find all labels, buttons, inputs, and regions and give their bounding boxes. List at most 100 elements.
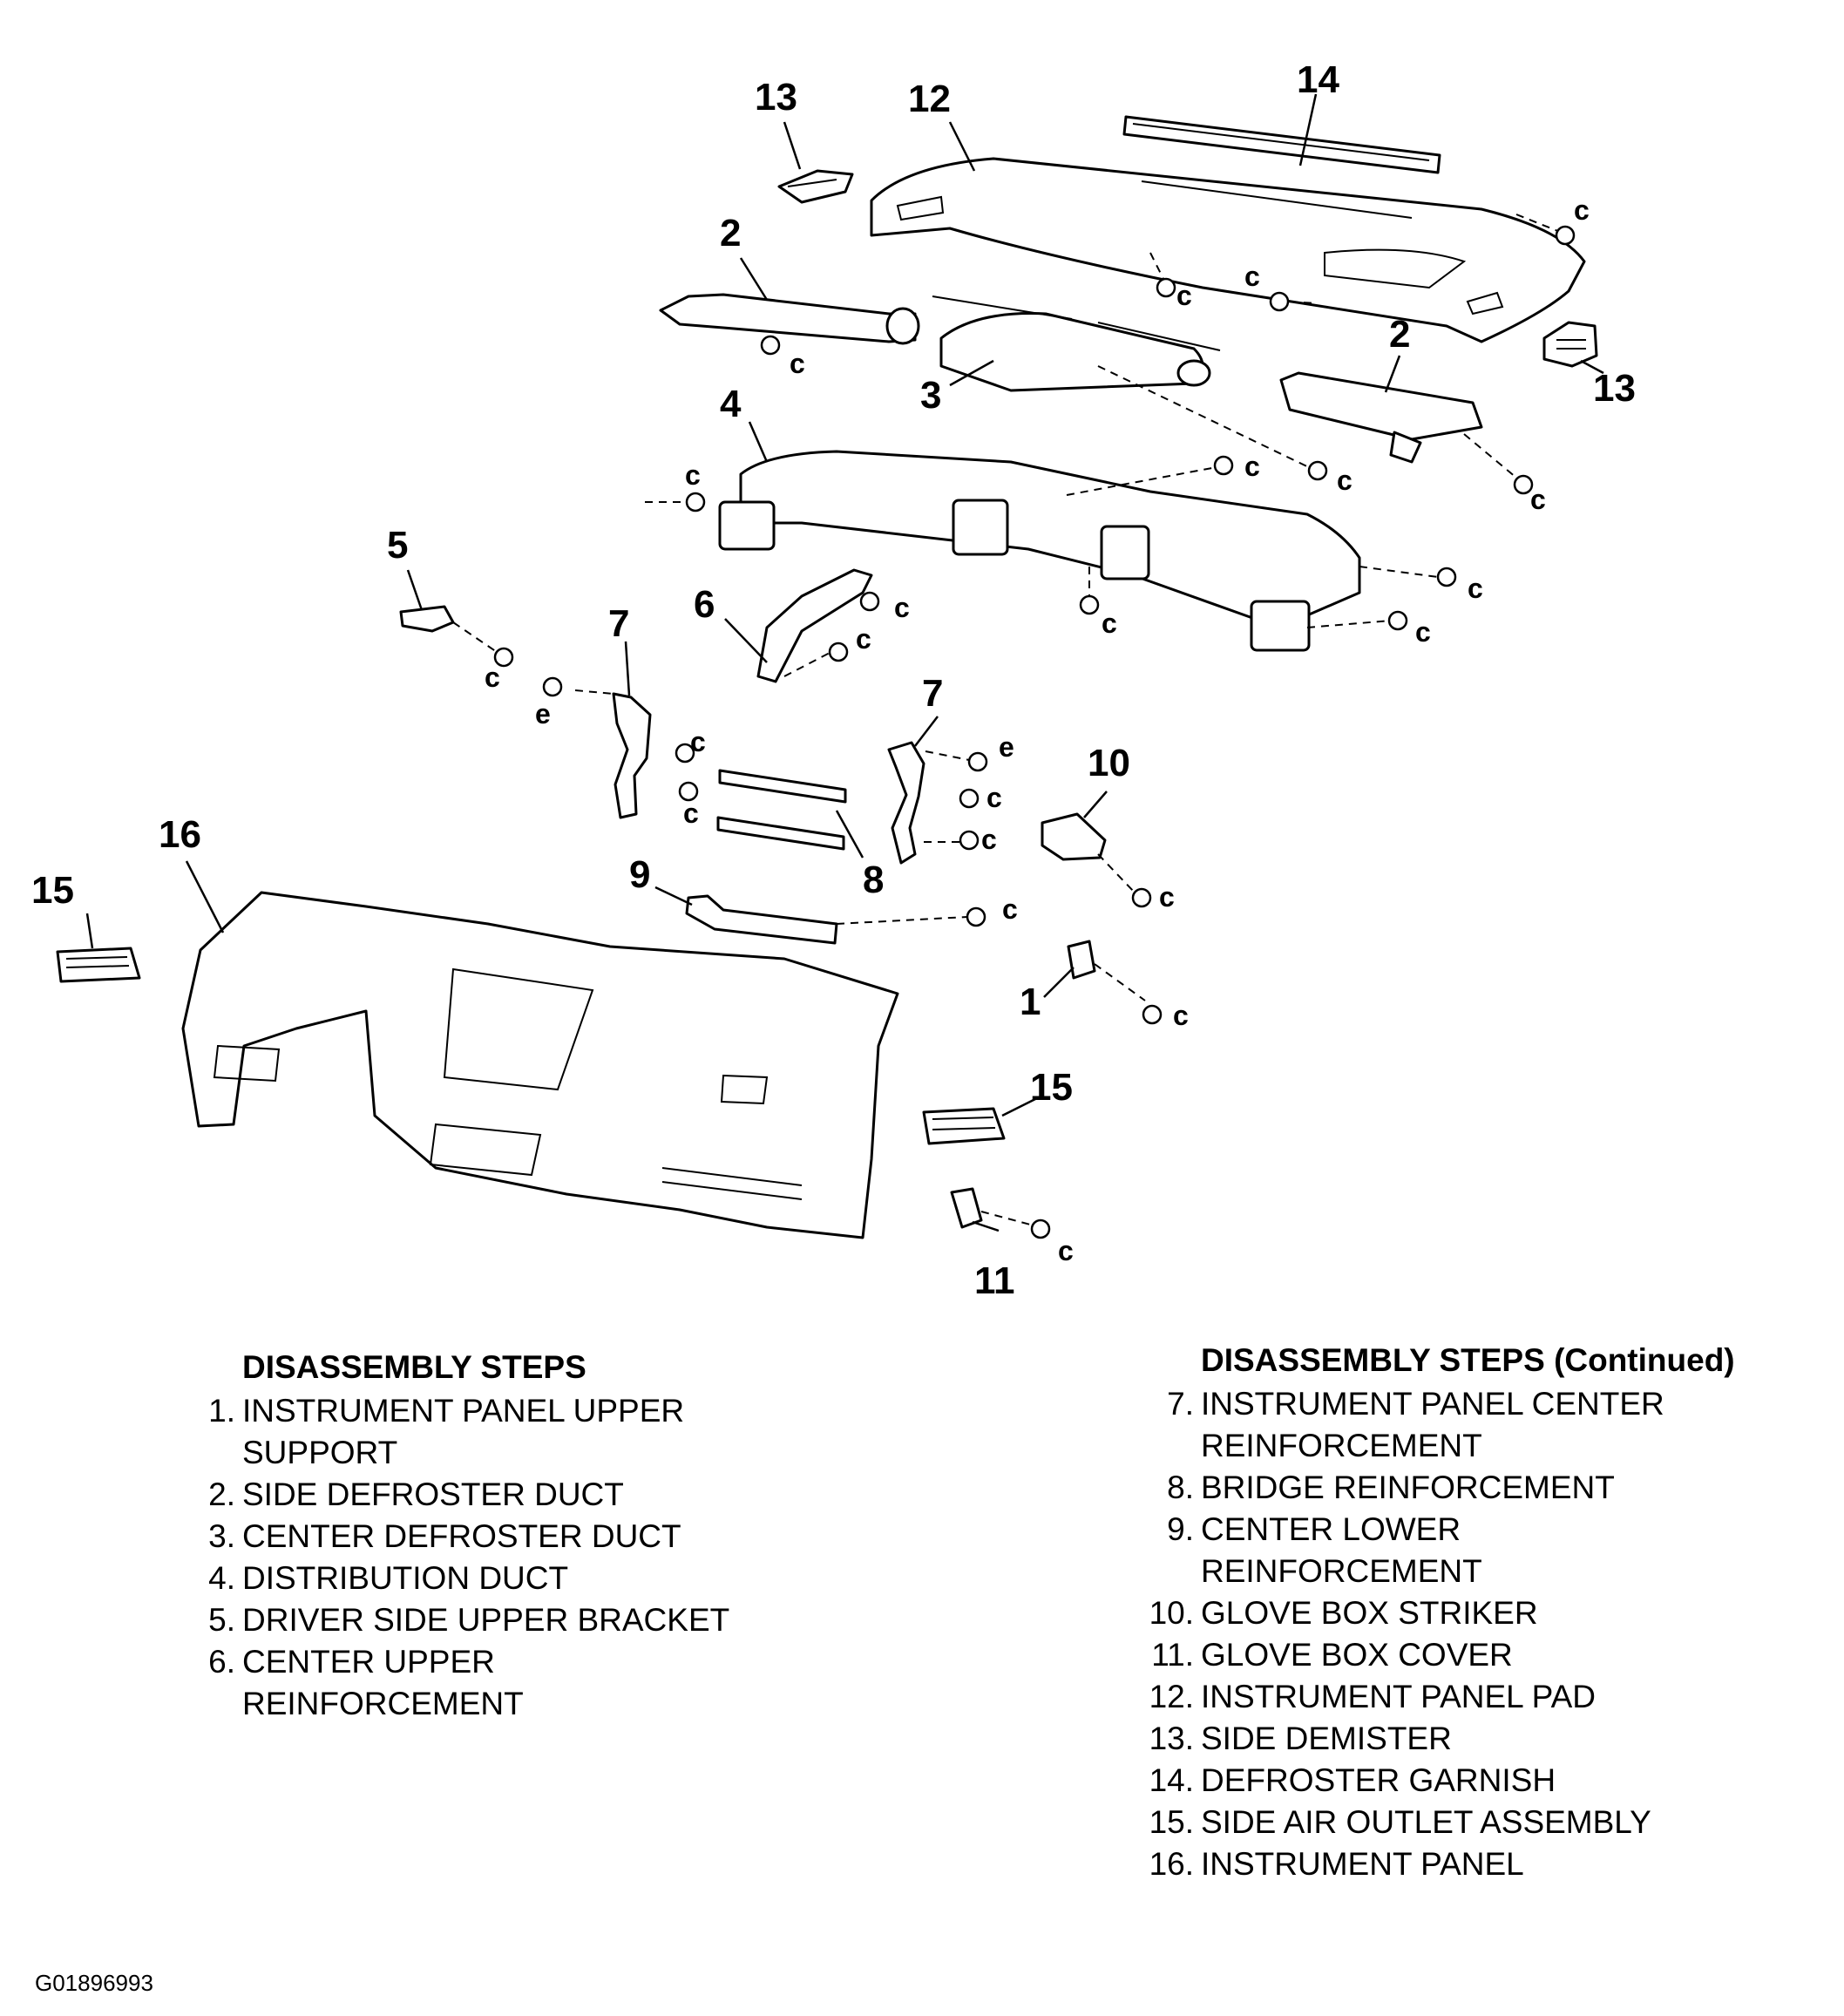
- fastener-code-c: c: [986, 782, 1002, 813]
- step-number: 2.: [208, 1476, 235, 1512]
- callout-2: 2: [1389, 313, 1410, 356]
- callout-11: 11: [974, 1259, 1015, 1302]
- part-center-upper-reinforcement: [756, 568, 873, 683]
- part-side-defroster-duct-right: [1279, 371, 1483, 464]
- callout-7: 7: [608, 602, 629, 645]
- fastener-code-c: c: [685, 459, 701, 491]
- step-item: 14. DEFROSTER GARNISH: [1140, 1760, 1735, 1802]
- callout-16: 16: [159, 813, 201, 856]
- part-instrument-panel-upper-support: [1067, 940, 1096, 980]
- step-item: 7. INSTRUMENT PANEL CENTER REINFORCEMENT: [1140, 1383, 1735, 1467]
- callout-15: 15: [31, 869, 74, 912]
- callout-8: 8: [863, 859, 884, 901]
- fastener-code-c: c: [1415, 616, 1431, 648]
- step-text-line: SIDE DEMISTER: [1201, 1721, 1452, 1756]
- callout-2: 2: [720, 212, 741, 255]
- step-number: 10.: [1149, 1595, 1194, 1631]
- part-glove-box-striker: [1041, 812, 1107, 861]
- step-number: 14.: [1149, 1762, 1194, 1798]
- fastener-code-c: c: [1337, 465, 1352, 496]
- step-text-line: DISTRIBUTION DUCT: [242, 1560, 569, 1596]
- step-number: 1.: [208, 1393, 235, 1429]
- part-side-demister-left: [777, 169, 854, 204]
- step-item: 9. CENTER LOWER REINFORCEMENT: [1140, 1509, 1735, 1592]
- steps-heading: DISASSEMBLY STEPS: [242, 1349, 586, 1385]
- part-center-defroster-duct: [932, 295, 1221, 392]
- step-item: 2. SIDE DEFROSTER DUCT: [181, 1474, 729, 1516]
- fastener-code-c: c: [790, 348, 805, 379]
- step-item: 1. INSTRUMENT PANEL UPPER SUPPORT: [181, 1390, 729, 1474]
- fastener-code-c: c: [894, 592, 910, 623]
- part-instrument-panel: [181, 891, 899, 1239]
- step-item: 3. CENTER DEFROSTER DUCT: [181, 1516, 729, 1558]
- fastener-code-c: c: [1102, 608, 1117, 639]
- exploded-view-diagram: c c c c c c c c c c c c c c e c c e c c …: [31, 58, 1636, 1302]
- step-text-line: GLOVE BOX COVER: [1201, 1637, 1513, 1673]
- step-number: 13.: [1149, 1721, 1194, 1756]
- step-text-line: SIDE DEFROSTER DUCT: [242, 1476, 624, 1512]
- bolts: [493, 225, 1576, 1239]
- part-driver-side-upper-bracket: [399, 605, 455, 633]
- fastener-code-c: c: [1159, 881, 1175, 913]
- step-text-line: CENTER LOWER: [1201, 1511, 1461, 1547]
- callout-7: 7: [922, 672, 943, 715]
- fastener-dash-lines: [452, 214, 1561, 1226]
- step-number: 9.: [1167, 1511, 1194, 1547]
- fastener-code-c: c: [1244, 261, 1260, 292]
- part-side-air-outlet-left: [56, 947, 141, 983]
- step-text-line: CENTER UPPER: [242, 1644, 495, 1680]
- fastener-code-c: c: [1244, 451, 1260, 482]
- callout-13: 13: [755, 76, 797, 119]
- step-number: 7.: [1167, 1386, 1194, 1422]
- step-item: 8. BRIDGE REINFORCEMENT: [1140, 1467, 1735, 1509]
- fastener-code-c: c: [1468, 573, 1483, 604]
- part-glove-box-cover: [950, 1187, 983, 1229]
- step-text-line: SUPPORT: [242, 1435, 398, 1470]
- step-text-line: DRIVER SIDE UPPER BRACKET: [242, 1602, 730, 1638]
- fastener-code-c: c: [1173, 1000, 1189, 1031]
- step-item: 4. DISTRIBUTION DUCT: [181, 1558, 729, 1599]
- step-number: 5.: [208, 1602, 235, 1638]
- step-text-line: INSTRUMENT PANEL: [1201, 1846, 1524, 1882]
- step-text-line: REINFORCEMENT: [242, 1686, 524, 1721]
- step-text-line: INSTRUMENT PANEL CENTER: [1201, 1386, 1664, 1422]
- fastener-code-c: c: [690, 726, 706, 757]
- step-number: 6.: [208, 1644, 235, 1680]
- step-number: 15.: [1149, 1804, 1194, 1840]
- part-side-demister-right: [1542, 321, 1598, 368]
- step-item: 13. SIDE DEMISTER: [1140, 1718, 1735, 1760]
- step-text-line: BRIDGE REINFORCEMENT: [1201, 1470, 1615, 1505]
- step-text-line: INSTRUMENT PANEL UPPER: [242, 1393, 685, 1429]
- fastener-code-e: e: [999, 731, 1014, 763]
- step-item: 16. INSTRUMENT PANEL: [1140, 1843, 1735, 1885]
- step-text-line: CENTER DEFROSTER DUCT: [242, 1518, 681, 1554]
- step-item: 12. INSTRUMENT PANEL PAD: [1140, 1676, 1735, 1718]
- part-center-lower-reinforcement: [685, 894, 838, 945]
- step-item: 15. SIDE AIR OUTLET ASSEMBLY: [1140, 1802, 1735, 1843]
- step-number: 11.: [1151, 1637, 1194, 1673]
- fastener-code-c: c: [1530, 484, 1546, 515]
- step-text-line: DEFROSTER GARNISH: [1201, 1762, 1556, 1798]
- part-center-reinforcement-right: [887, 741, 925, 865]
- callout-3: 3: [920, 374, 941, 417]
- callout-14: 14: [1297, 58, 1339, 101]
- callout-labels: 14 12 13 2 3 2 13 4 5 6 7 7 10 8 9 16 15…: [31, 58, 1636, 1302]
- fastener-code-c: c: [856, 623, 871, 655]
- callout-6: 6: [694, 583, 715, 626]
- fastener-code-c: c: [485, 662, 500, 693]
- step-number: 4.: [208, 1560, 235, 1596]
- callout-13: 13: [1593, 367, 1636, 410]
- part-bridge-reinforcement: [716, 769, 847, 851]
- leader-lines: [85, 93, 1604, 1232]
- step-number: 16.: [1149, 1846, 1194, 1882]
- step-number: 12.: [1149, 1679, 1194, 1714]
- step-text-line: REINFORCEMENT: [1201, 1428, 1482, 1463]
- figure-id: G01896993: [35, 1970, 153, 1996]
- part-instrument-panel-pad: [870, 157, 1586, 343]
- fastener-code-c: c: [981, 824, 997, 855]
- callout-12: 12: [908, 78, 951, 120]
- callout-15: 15: [1030, 1066, 1073, 1109]
- fastener-code-c: c: [1176, 280, 1192, 311]
- fastener-labels: c c c c c c c c c c c c c c e c c e c c …: [485, 194, 1590, 1266]
- fastener-code-c: c: [1058, 1235, 1074, 1266]
